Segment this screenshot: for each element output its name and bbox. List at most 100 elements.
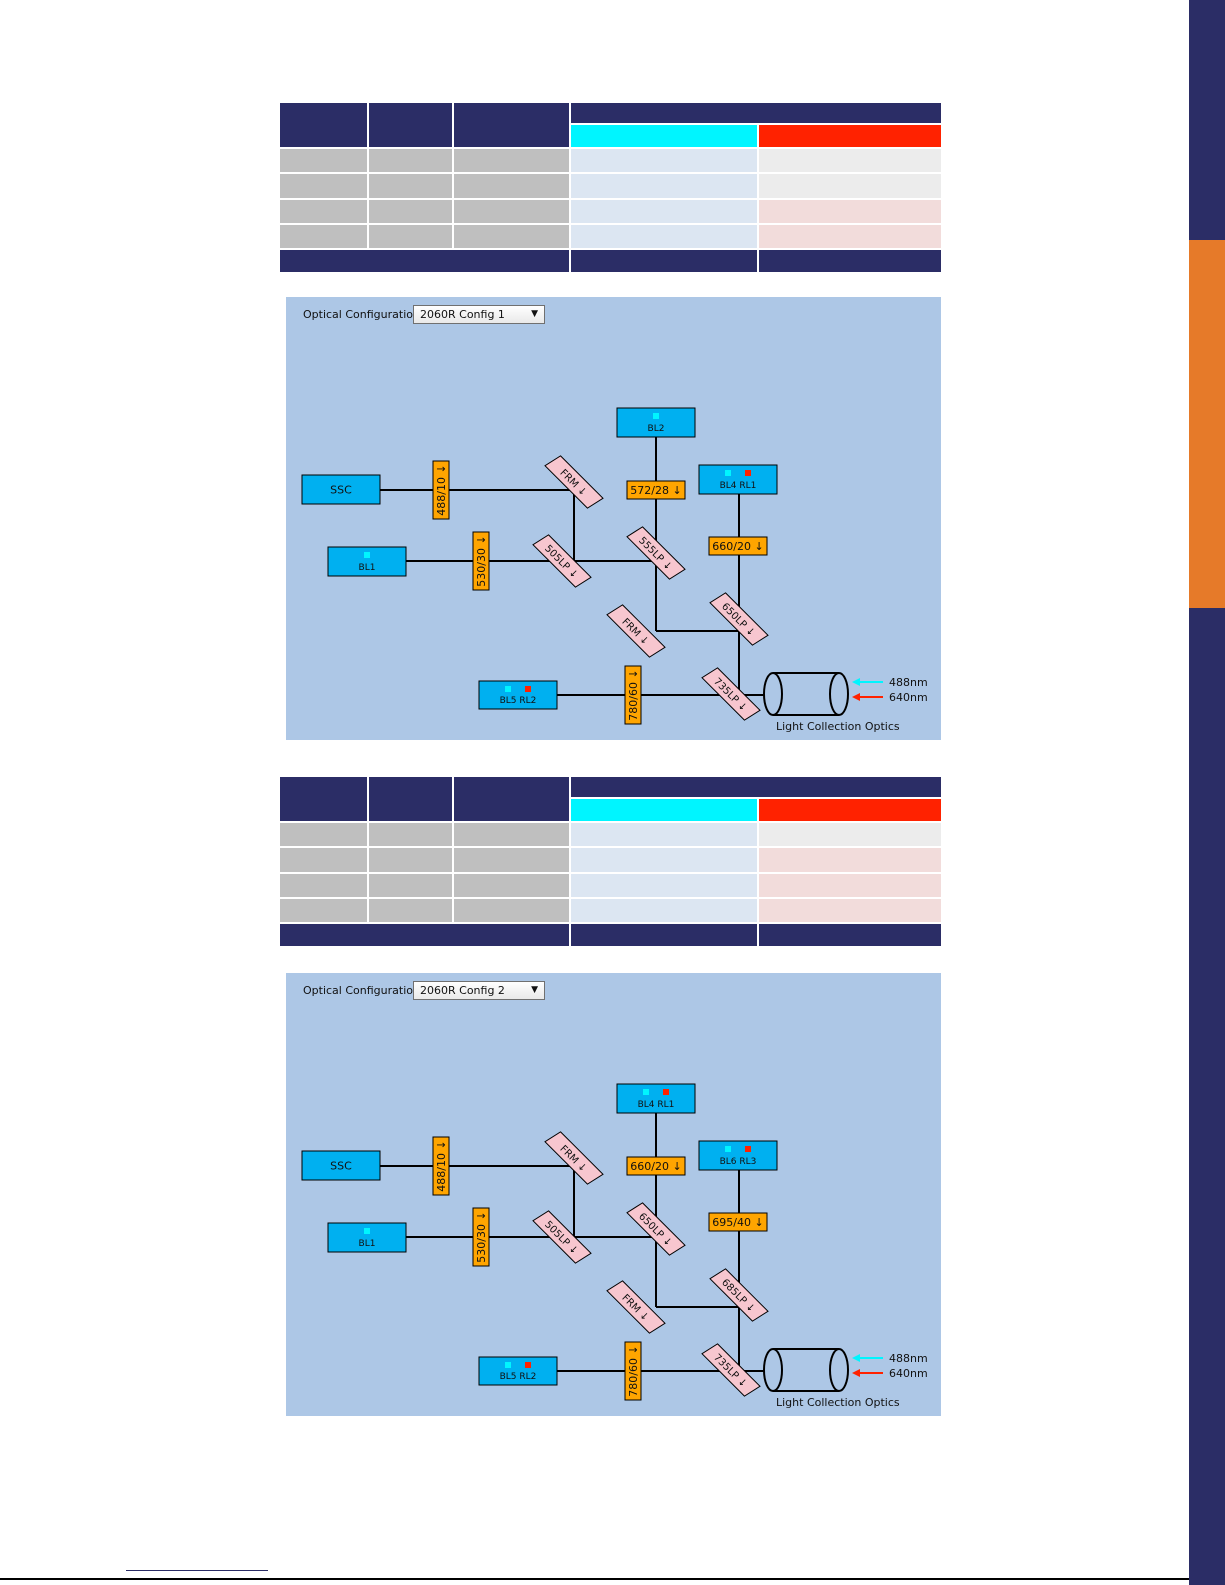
- table-cell: [452, 223, 571, 250]
- laser-640-dot: [745, 1146, 751, 1152]
- detector-label: BL1: [359, 563, 376, 573]
- laser-legend: 488nm 640nm: [852, 1352, 928, 1380]
- table-cell: [452, 198, 571, 225]
- table-cell: [367, 147, 454, 174]
- filter-f488: 488/10 ↓: [432, 1136, 450, 1196]
- detector-label: BL5 RL2: [500, 696, 537, 706]
- arrow-left-icon: [852, 1369, 860, 1377]
- detector-mid: BL6 RL3: [698, 1140, 778, 1171]
- table-cell: [367, 172, 454, 200]
- table-cell: [757, 223, 943, 250]
- channel-table-2: [278, 775, 943, 948]
- table-cell: [757, 147, 943, 174]
- table-row: [278, 846, 943, 874]
- detector-top: BL4 RL1: [616, 1083, 696, 1114]
- laser-488-label: 488nm: [889, 1352, 928, 1365]
- table-row: [278, 198, 943, 225]
- table-cell: [367, 198, 454, 225]
- mirror-shape: [709, 1268, 769, 1322]
- laser-488-dot: [364, 1228, 370, 1234]
- table-cell: [278, 846, 369, 874]
- filter-box: [472, 531, 490, 591]
- table-header-cell: [569, 775, 943, 799]
- mirror-shape: [544, 1131, 604, 1185]
- filter-box: [432, 1136, 450, 1196]
- mirror-shape: [626, 1202, 686, 1256]
- optics-front: [763, 672, 783, 716]
- laser-640-label: 640nm: [889, 1367, 928, 1380]
- light-collection-optics: [763, 672, 849, 716]
- detector-mid: BL4 RL1: [698, 464, 778, 495]
- table-header-cell: [278, 101, 369, 149]
- filter-label: 488/10 ↓: [435, 464, 448, 515]
- table-cell: [367, 821, 454, 848]
- laser-488-dot: [653, 413, 659, 419]
- laser-640-label: 640nm: [889, 691, 928, 704]
- table-header-cell: [278, 775, 369, 823]
- detector-label: BL1: [359, 1239, 376, 1249]
- arrow-left-icon: [852, 678, 860, 686]
- table-cell: [278, 897, 369, 924]
- channel-table-1: [278, 101, 943, 274]
- table-cell: [367, 897, 454, 924]
- laser-640-dot: [525, 1362, 531, 1368]
- table-cell: [278, 147, 369, 174]
- laser-legend: 488nm 640nm: [852, 676, 928, 704]
- side-bar-top: [1189, 0, 1225, 240]
- filter-label: 695/40 ↓: [712, 1216, 763, 1229]
- laser-488-dot: [725, 1146, 731, 1152]
- optics-label: Light Collection Optics: [776, 720, 900, 733]
- table-cell: [278, 821, 369, 848]
- table-cell: [569, 897, 759, 924]
- config-dropdown-value: 2060R Config 1: [420, 308, 505, 321]
- detector-label: SSC: [330, 1160, 352, 1173]
- optics-body: [773, 1349, 839, 1391]
- diagram-background: [286, 973, 941, 1416]
- mirror-m4: FRM ↓: [606, 1280, 666, 1334]
- optics-front: [763, 1348, 783, 1392]
- mirror-shape: [606, 1280, 666, 1334]
- detector-bot: BL5 RL2: [478, 1356, 558, 1386]
- filter-label: 780/60 ↓: [627, 1345, 640, 1396]
- laser-640-header: [757, 123, 943, 149]
- light-collection-optics: [763, 1348, 849, 1392]
- detector-label: BL5 RL2: [500, 1372, 537, 1382]
- detector-box: [327, 546, 407, 577]
- footer-link-underline: [126, 1570, 268, 1571]
- table-cell: [757, 897, 943, 924]
- detector-box: [616, 407, 696, 438]
- table-cell: [757, 172, 943, 200]
- config-dropdown-value: 2060R Config 2: [420, 984, 505, 997]
- table-cell: [452, 147, 571, 174]
- laser-488-dot: [505, 686, 511, 692]
- config-label: Optical Configuration:: [303, 308, 424, 321]
- table-cell: [278, 248, 571, 274]
- table-cell: [569, 198, 759, 225]
- config-dropdown[interactable]: 2060R Config 1 ▼: [413, 305, 545, 324]
- filter-label: 660/20 ↓: [630, 1160, 681, 1173]
- detector-bl1: BL1: [327, 1222, 407, 1253]
- table-cell: [569, 821, 759, 848]
- config-dropdown[interactable]: 2060R Config 2 ▼: [413, 981, 545, 1000]
- filter-box: [708, 1212, 768, 1232]
- detector-label: SSC: [330, 484, 352, 497]
- table-cell: [278, 872, 369, 899]
- mirror-shape: [709, 592, 769, 646]
- page-side-bar: [1189, 0, 1225, 1585]
- table-cell: [569, 872, 759, 899]
- table-cell: [757, 846, 943, 874]
- filter-label: 660/20 ↓: [712, 540, 763, 553]
- filter-box: [708, 536, 768, 556]
- laser-488-label: 488nm: [889, 676, 928, 689]
- detector-label: BL4 RL1: [720, 481, 757, 491]
- filter-ftop: 660/20 ↓: [626, 1156, 686, 1176]
- filter-fmid: 660/20 ↓: [708, 536, 768, 556]
- filter-label: 572/28 ↓: [630, 484, 681, 497]
- detector-ssc: SSC: [301, 1150, 381, 1181]
- filter-label: 488/10 ↓: [435, 1140, 448, 1191]
- filter-box: [472, 1207, 490, 1267]
- table-cell: [569, 922, 759, 948]
